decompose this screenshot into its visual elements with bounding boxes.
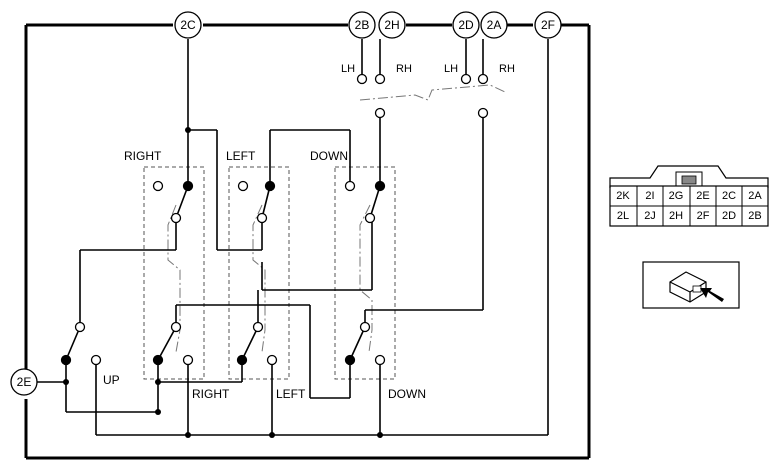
terminal-2E-label: 2E bbox=[17, 375, 32, 389]
terminal-2H: 2H bbox=[378, 11, 406, 39]
pin-cell: 2C bbox=[722, 190, 736, 202]
terminal-2F: 2F bbox=[534, 11, 562, 39]
pin-cell: 2H bbox=[669, 210, 683, 222]
down-switch-bottom-label: DOWN bbox=[388, 387, 426, 401]
switch-boxes bbox=[143, 166, 396, 380]
pin-cell: 2K bbox=[616, 190, 630, 202]
rh-label-2: RH bbox=[499, 63, 515, 75]
terminal-2B: 2B bbox=[348, 11, 376, 39]
lh-label-1: LH bbox=[341, 63, 355, 75]
left-switch-top-label: LEFT bbox=[226, 149, 256, 163]
pin-cell: 2E bbox=[696, 190, 709, 202]
terminal-2D: 2D bbox=[452, 11, 480, 39]
terminal-2F-label: 2F bbox=[541, 18, 555, 32]
right-switch-top-label: RIGHT bbox=[124, 149, 162, 163]
junction-dots bbox=[63, 127, 383, 438]
up-label: UP bbox=[103, 373, 120, 387]
pin-cell: 2J bbox=[644, 210, 656, 222]
terminal-2B-label: 2B bbox=[355, 18, 370, 32]
wiring bbox=[37, 39, 549, 436]
right-switch-bottom-label: RIGHT bbox=[192, 387, 230, 401]
switch-blades bbox=[65, 185, 381, 361]
terminal-2E: 2E bbox=[10, 368, 38, 396]
terminal-2A-label: 2A bbox=[487, 18, 502, 32]
pin-cell: 2I bbox=[645, 190, 654, 202]
terminal-2C: 2C bbox=[174, 11, 202, 39]
connector-pin-chart: 2K 2I 2G 2E 2C 2A 2L 2J 2H 2F 2D 2B bbox=[609, 165, 769, 227]
lh-label-2: LH bbox=[444, 63, 458, 75]
rh-label-1: RH bbox=[396, 63, 412, 75]
pin-cell: 2G bbox=[669, 190, 684, 202]
left-switch-bottom-label: LEFT bbox=[276, 387, 306, 401]
pin-cell: 2L bbox=[617, 210, 629, 222]
terminal-2A: 2A bbox=[480, 11, 508, 39]
pin-cell: 2A bbox=[748, 190, 762, 202]
down-switch-top-label: DOWN bbox=[310, 149, 348, 163]
mechanical-linkages bbox=[167, 84, 506, 353]
terminal-2C-label: 2C bbox=[180, 18, 196, 32]
switch-housing-outline bbox=[24, 23, 591, 460]
terminal-2H-label: 2H bbox=[384, 18, 399, 32]
left-switch-box bbox=[228, 166, 290, 380]
pin-cell: 2B bbox=[748, 210, 761, 222]
pin-cell: 2F bbox=[697, 210, 710, 222]
down-switch-box bbox=[334, 166, 396, 380]
terminal-2D-label: 2D bbox=[458, 18, 474, 32]
right-switch-box bbox=[143, 166, 205, 380]
connector-view-icon bbox=[642, 261, 740, 309]
pin-cell: 2D bbox=[722, 210, 736, 222]
switch-contacts bbox=[60, 73, 489, 366]
